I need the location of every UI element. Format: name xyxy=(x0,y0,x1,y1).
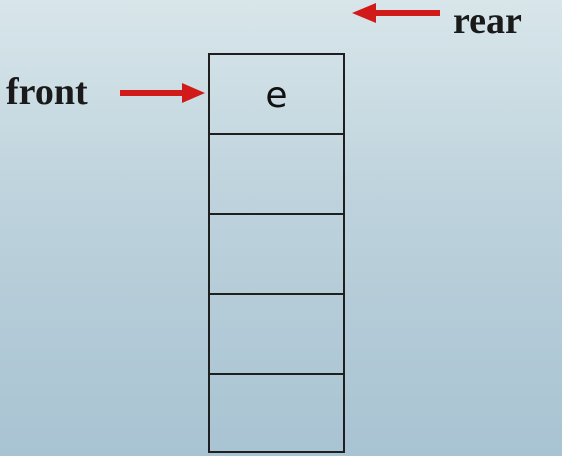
queue-cell-value: e xyxy=(265,74,288,116)
front-label: front xyxy=(6,71,88,113)
queue-cell xyxy=(210,295,343,375)
queue-cell: e xyxy=(210,55,343,135)
queue-cell-value xyxy=(210,295,343,375)
queue-array: e xyxy=(208,53,345,453)
rear-arrow xyxy=(352,3,440,23)
front-arrow xyxy=(120,83,205,103)
queue-cell-value xyxy=(210,375,343,455)
rear-label: rear xyxy=(453,0,522,42)
queue-cell xyxy=(210,375,343,455)
queue-cell xyxy=(210,215,343,295)
queue-cell xyxy=(210,135,343,215)
queue-cell-value xyxy=(210,215,343,295)
queue-cell-value xyxy=(210,135,343,215)
